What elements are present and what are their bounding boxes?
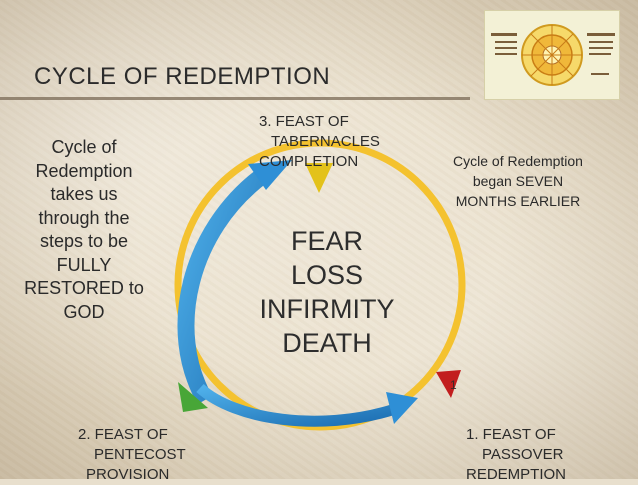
cycle-description-line: takes us xyxy=(50,184,118,204)
cycle-start-note-line: Cycle of Redemption xyxy=(453,153,583,169)
cycle-description-line: GOD xyxy=(63,301,105,322)
arrow-head-up xyxy=(248,160,292,190)
center-affliction-item: LOSS xyxy=(290,260,364,290)
page-title: CYCLE OF REDEMPTION xyxy=(34,63,331,90)
cycle-description-line: Cycle of xyxy=(51,137,117,157)
triangle-tabernacles-marker xyxy=(305,163,333,193)
center-affliction-item: DEATH xyxy=(282,328,372,358)
feast-tabernacles-line: 3. FEAST OF xyxy=(259,113,349,130)
feast-passover-line: 1. FEAST OF xyxy=(466,426,556,443)
feast-pentecost-label: 2. FEAST OF PENTECOST PROVISION xyxy=(78,425,186,485)
cycle-start-note: Cycle of Redemption began SEVEN MONTHS E… xyxy=(428,151,608,211)
feast-pentecost-line: PENTECOST xyxy=(94,446,186,463)
title-underline xyxy=(0,97,470,100)
feast-passover-line: PASSOVER xyxy=(482,446,564,463)
center-affliction-item: FEAR xyxy=(290,226,363,256)
arrow-head-right xyxy=(386,392,418,424)
center-affliction-item: INFIRMITY xyxy=(259,294,395,324)
feast-pentecost-line: PROVISION xyxy=(86,466,170,483)
feast-passover-line: REDEMPTION xyxy=(466,466,567,483)
cycle-description-line: Redemption xyxy=(35,160,133,181)
cycle-description-line: steps to be xyxy=(39,231,129,251)
feast-tabernacles-label: 3. FEAST OF TABERNACLES COMPLETION xyxy=(259,112,380,172)
cycle-start-note-line: MONTHS EARLIER xyxy=(455,193,581,209)
cycle-description-line: RESTORED to xyxy=(24,278,144,298)
feast-tabernacles-line: COMPLETION xyxy=(259,153,359,170)
arrow-to-passover xyxy=(196,383,394,427)
feasts-wheel-thumbnail xyxy=(484,10,620,100)
passover-marker-number: 1 xyxy=(450,378,457,392)
cycle-description-line: FULLY xyxy=(56,254,112,275)
triangle-passover-marker xyxy=(436,370,461,398)
arrow-to-tabernacles xyxy=(177,169,268,405)
center-afflictions: FEAR LOSS INFIRMITY DEATH xyxy=(236,224,418,360)
cycle-description: Cycle of Redemption takes us through the… xyxy=(4,136,164,324)
cycle-ring xyxy=(174,139,466,431)
feast-passover-label: 1. FEAST OF PASSOVER REDEMPTION xyxy=(466,425,566,485)
cycle-start-note-line: began SEVEN xyxy=(472,173,564,189)
feast-tabernacles-line: TABERNACLES xyxy=(271,133,380,150)
triangle-pentecost-marker xyxy=(178,382,208,412)
feast-pentecost-line: 2. FEAST OF xyxy=(78,426,168,443)
cycle-description-line: through the xyxy=(38,207,130,228)
